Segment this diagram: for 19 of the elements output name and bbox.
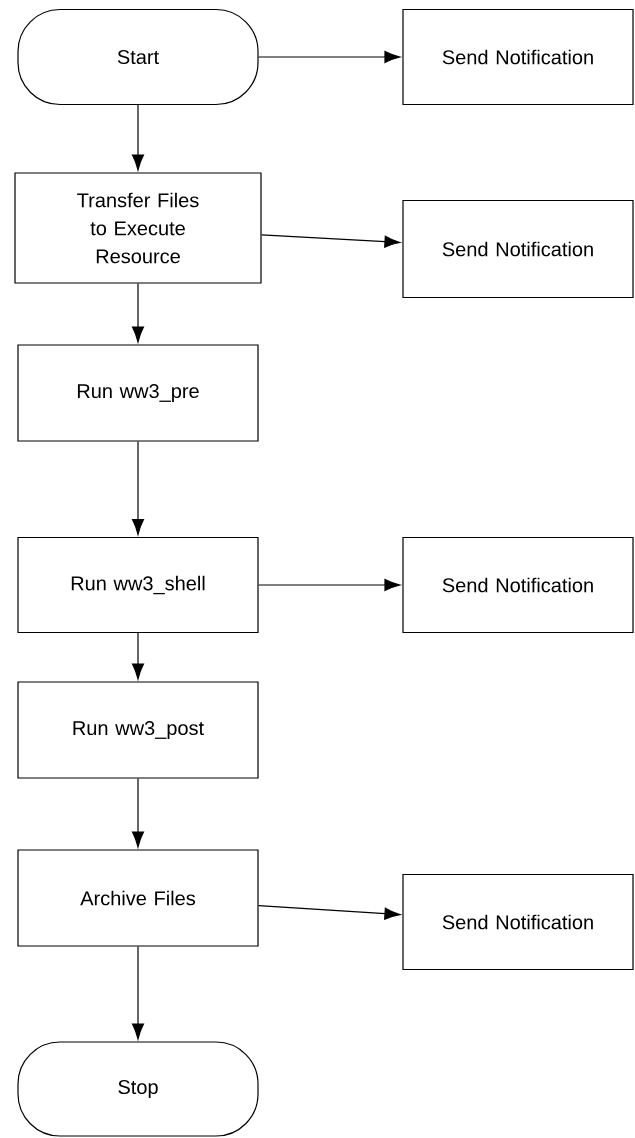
process-box: Run ww3_post (17, 681, 259, 779)
process-box: Transfer Files to Execute Resource (14, 172, 262, 284)
process-box: Archive Files (17, 849, 259, 947)
arrow (261, 234, 401, 248)
process-box: Send Notification (402, 8, 634, 106)
arrow (131, 441, 145, 535)
process-box: Run ww3_shell (17, 536, 259, 634)
arrow (131, 632, 145, 680)
arrow (131, 946, 145, 1040)
process-box: Send Notification (402, 873, 634, 971)
arrow (258, 905, 401, 920)
process-box: Send Notification (402, 199, 634, 299)
arrow (131, 778, 145, 848)
arrow (258, 578, 401, 592)
arrow (131, 104, 145, 171)
arrow (131, 283, 145, 343)
process-box: Send Notification (402, 536, 634, 634)
process-box: Run ww3_pre (17, 344, 259, 442)
arrow (258, 50, 401, 64)
